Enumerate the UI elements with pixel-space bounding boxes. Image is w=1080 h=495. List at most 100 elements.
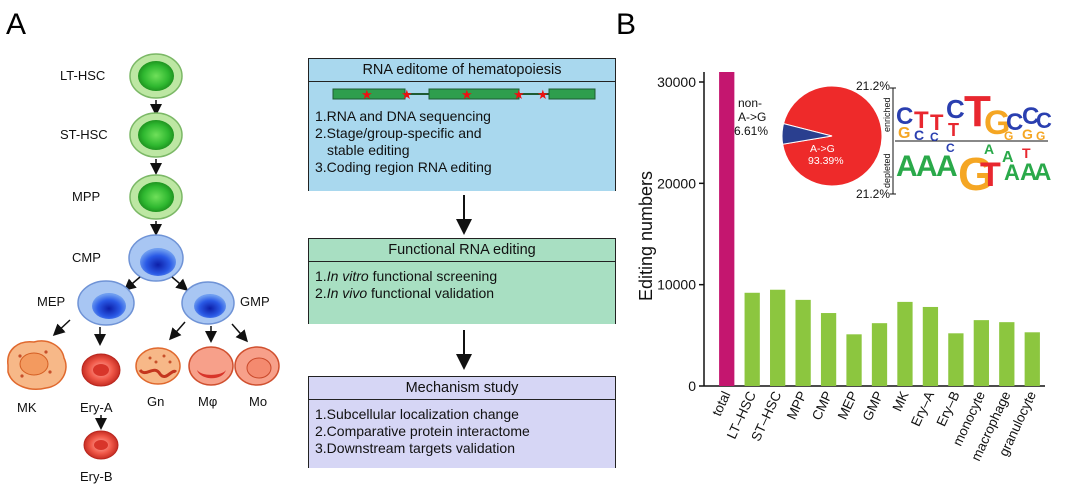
svg-text:T: T [980,156,1001,194]
panel-a-label: A [6,8,27,41]
mep-label: MEP [37,294,65,309]
svg-text:A: A [916,150,938,183]
bar-12 [1024,332,1040,386]
logo-enriched-label: enriched [882,97,892,132]
y-tick-label: 30000 [657,74,696,90]
svg-text:T: T [930,110,944,135]
svg-text:A: A [896,150,918,183]
gmp-cell [181,281,235,325]
editome-box-title: RNA editome of hematopoiesis [309,59,615,82]
ery-b-label: Ery-B [80,469,113,484]
pie-slice-1 [781,123,833,145]
editome-line-3: stable editing [327,142,410,158]
gn-cell [135,347,181,385]
bar-0 [719,72,735,386]
mk-label: MK [17,400,37,415]
svg-text:A: A [1002,149,1014,166]
functional-line-2: 2.In vivo functional validation [315,285,495,301]
svg-text:G: G [984,104,1010,142]
svg-text:G: G [958,148,994,200]
svg-text:A: A [936,150,958,183]
bar-6 [871,323,888,386]
pie-non-ag-label-1: non- [738,96,762,110]
pie-non-ag-label-2: A->G [738,110,766,124]
bars [719,72,1040,386]
svg-text:★: ★ [361,88,373,103]
panel-b-label: B [616,8,637,41]
bar-9 [948,333,964,386]
mechanism-line-2: 2.Comparative protein interactome [315,423,530,439]
logo-bottom-percent: 21.2% [856,187,890,201]
gmp-label: GMP [240,294,270,309]
svg-text:C: C [1036,108,1052,133]
mep-cell [77,280,135,326]
mpp-cell [129,174,183,220]
logo-depleted-label: depleted [882,153,892,188]
bar-1 [744,292,760,386]
editome-line-4: 3.Coding region RNA editing [315,159,492,175]
x-tick-label-5: MEP [835,389,861,422]
svg-text:A: A [1004,160,1020,185]
lt-hsc-label: LT-HSC [60,68,105,83]
y-tick-label: 10000 [657,277,696,293]
bar-11 [999,322,1015,386]
ery-b-cell [83,430,119,460]
bar-10 [973,320,989,386]
svg-text:★: ★ [461,88,473,103]
x-tick-label-0: total [709,389,733,418]
svg-text:★: ★ [401,88,413,103]
st-hsc-cell [129,112,183,158]
functional-line-1: 1.In vitro functional screening [315,268,498,284]
flow-arrow-2 [456,330,472,370]
mechanism-box-body: 1.Subcellular localization change 2.Comp… [309,400,615,468]
svg-text:A: A [1034,159,1051,186]
svg-text:G: G [1004,129,1013,143]
y-tick-label: 20000 [657,175,696,191]
svg-text:T: T [964,87,991,136]
svg-text:T: T [948,120,959,140]
svg-text:★: ★ [513,88,525,103]
svg-text:T: T [914,107,929,134]
monocyte-label: Mo [249,394,267,409]
bar-5 [846,334,862,386]
bar-2 [770,289,786,386]
svg-text:C: C [946,141,955,155]
pie-slice-0 [782,85,883,187]
cmp-cell [128,234,184,282]
lt-hsc-cell [129,53,183,99]
gene-structure-diagram: ★ ★ ★ ★ ★ [332,88,596,103]
svg-text:C: C [1022,103,1039,130]
bar-4 [820,313,837,386]
functional-box-body: 1.In vitro functional screening 2.In viv… [309,262,615,324]
mechanism-line-1: 1.Subcellular localization change [315,406,519,422]
functional-box-title: Functional RNA editing [309,239,615,262]
gn-label: Gn [147,394,164,409]
x-tick-label-3: MPP [784,389,810,422]
svg-text:G: G [1036,129,1045,143]
hematopoiesis-tree: LT-HSC ST-HSC MPP CMP MEP [7,53,280,484]
macrophage-cell [188,346,234,386]
pie-ag-percent: 93.39% [808,155,844,167]
svg-text:C: C [1006,109,1023,136]
cmp-label: CMP [72,250,101,265]
svg-text:A: A [1020,159,1037,186]
editome-line-1: 1.RNA and DNA sequencing [315,108,491,124]
svg-text:G: G [898,125,910,142]
svg-text:G: G [1022,126,1033,142]
svg-text:C: C [930,130,939,144]
st-hsc-label: ST-HSC [60,127,108,142]
ery-a-cell [81,353,121,387]
x-tick-label-4: CMP [809,389,835,423]
editome-line-2: 2.Stage/group-specific and [315,125,482,141]
mechanism-line-3: 3.Downstream targets validation [315,440,515,456]
ery-a-label: Ery-A [80,400,113,415]
mechanism-box: Mechanism study 1.Subcellular localizati… [308,376,616,468]
functional-box: Functional RNA editing 1.In vitro functi… [308,238,616,324]
bar-7 [897,301,913,386]
editome-box: RNA editome of hematopoiesis ★ ★ ★ ★ ★ 1… [308,58,616,191]
x-tick-label-7: MK [890,389,912,414]
svg-text:T: T [1022,145,1031,161]
svg-text:★: ★ [537,88,549,103]
mpp-label: MPP [72,189,100,204]
